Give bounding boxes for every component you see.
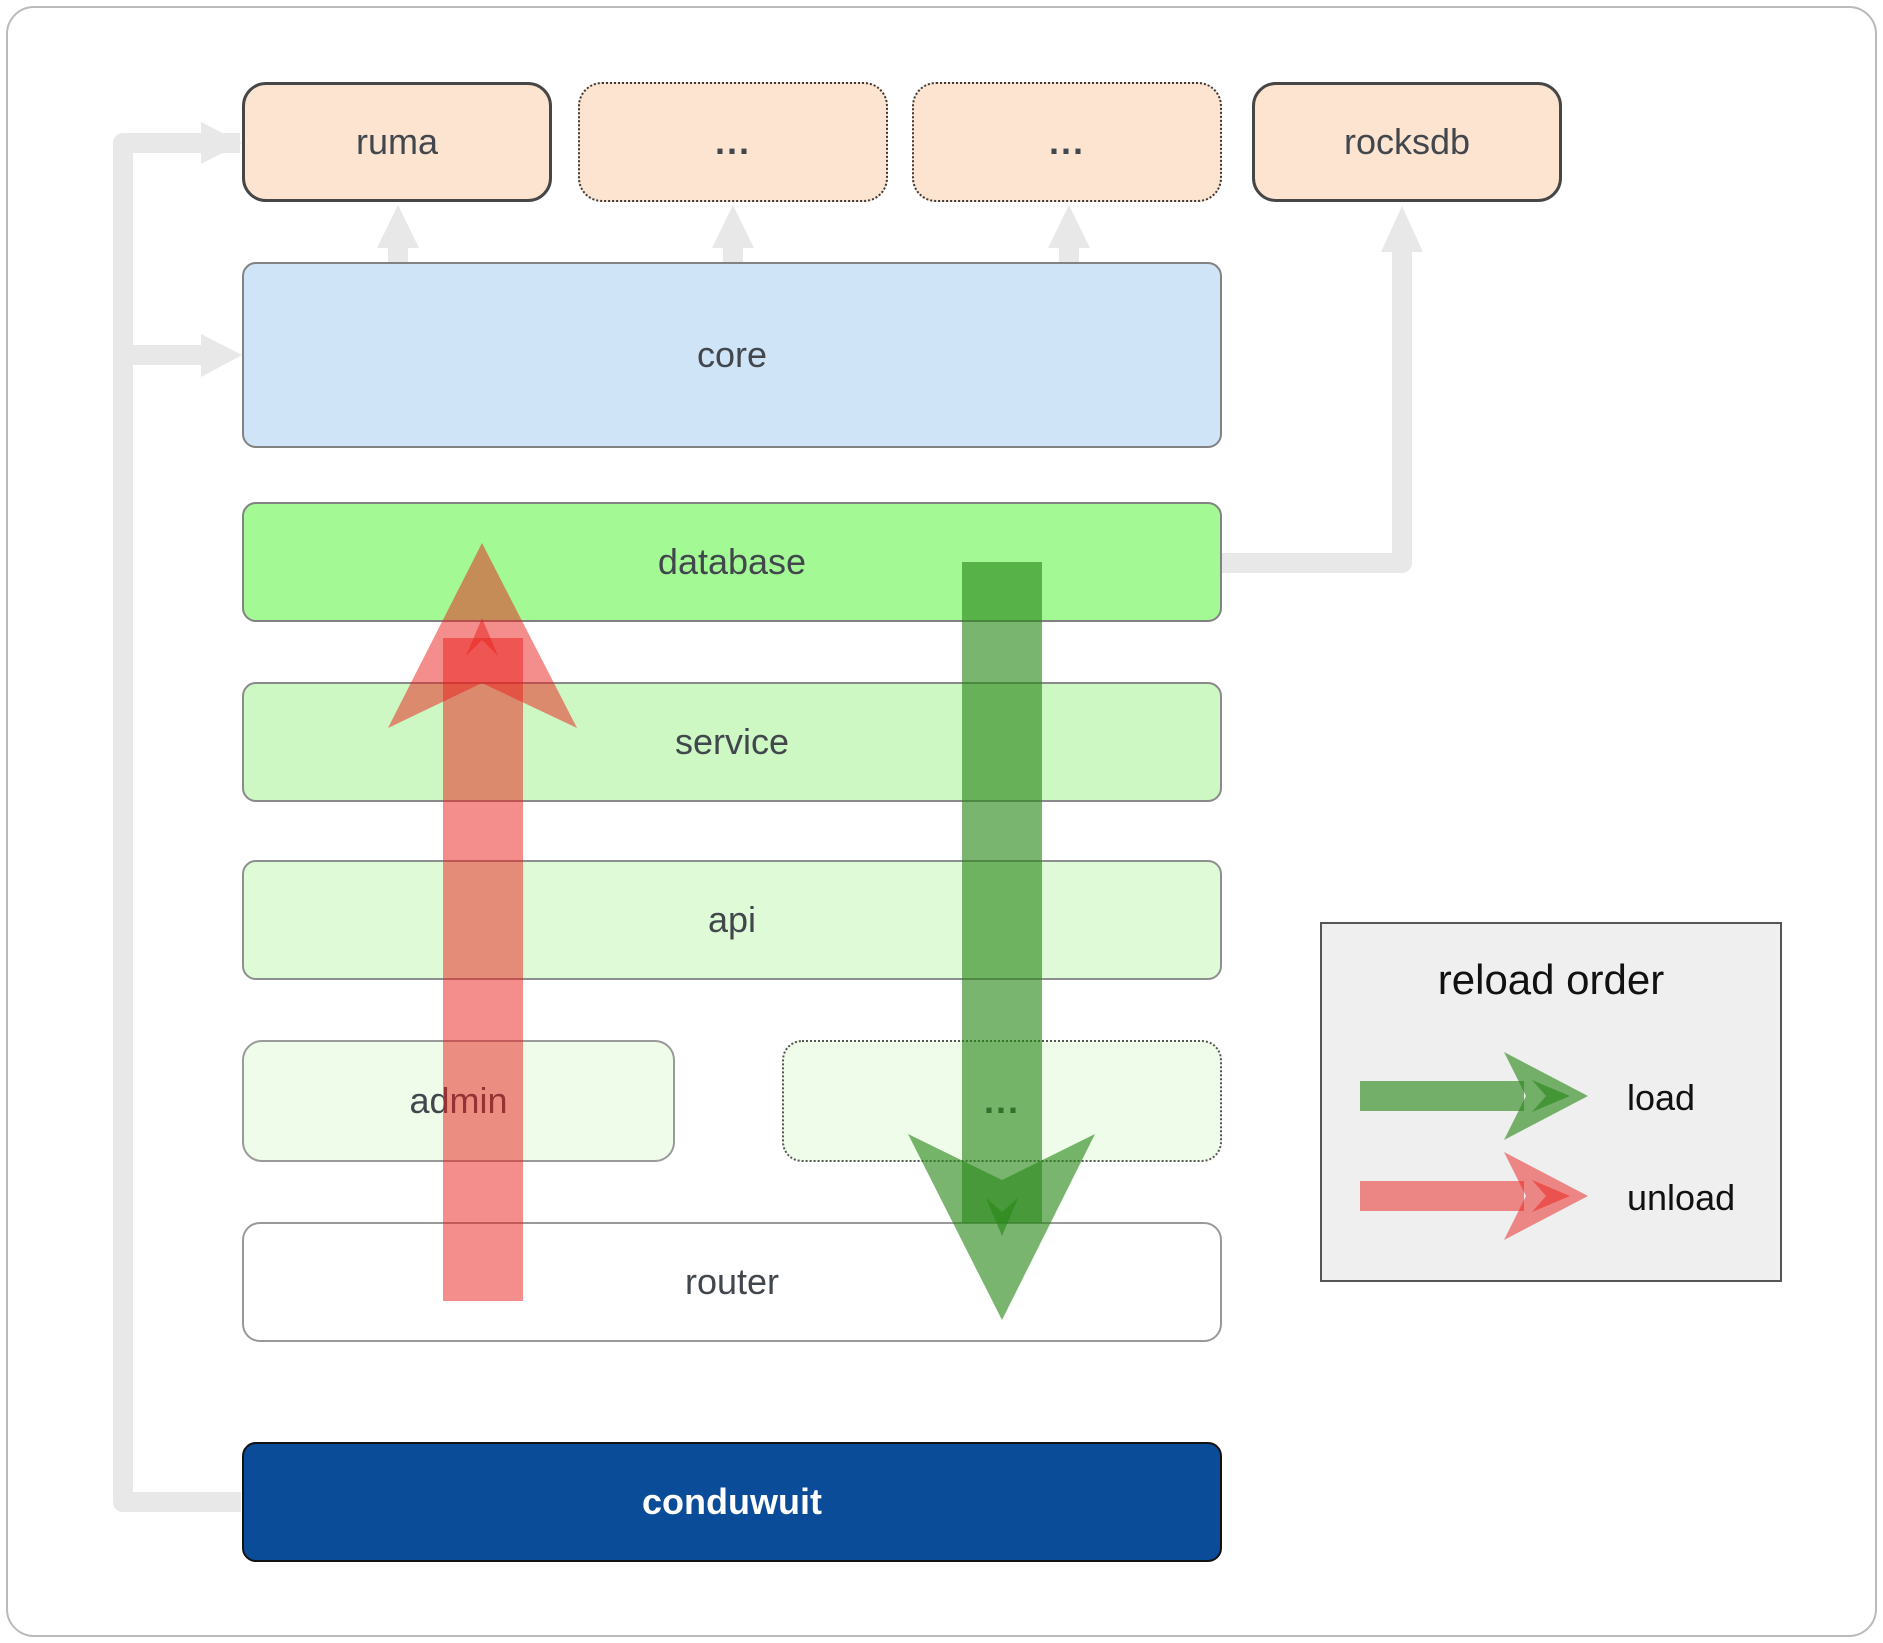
- node-label: service: [674, 721, 790, 762]
- node-label: api: [707, 899, 757, 940]
- node-ellipsis-b: ...: [912, 82, 1222, 202]
- node-label: conduwuit: [642, 1481, 822, 1522]
- node-label: core: [696, 334, 768, 375]
- legend-unload-label: unload: [1627, 1177, 1736, 1218]
- node-router: router: [242, 1222, 1222, 1342]
- node-label: ...: [983, 1080, 1020, 1121]
- node-label: admin: [409, 1080, 508, 1121]
- node-ruma: ruma: [242, 82, 552, 202]
- node-label: ...: [714, 121, 751, 162]
- legend-load-label: load: [1627, 1077, 1696, 1118]
- node-label: rocksdb: [1343, 121, 1471, 162]
- node-rocksdb: rocksdb: [1252, 82, 1562, 202]
- node-ellipsis-a: ...: [578, 82, 888, 202]
- node-admin: admin: [242, 1040, 675, 1162]
- outer-frame: [6, 6, 1877, 1637]
- node-label: database: [657, 541, 807, 582]
- node-api: api: [242, 860, 1222, 980]
- node-ellipsis-c: ...: [782, 1040, 1222, 1162]
- node-conduwuit: conduwuit: [242, 1442, 1222, 1562]
- node-service: service: [242, 682, 1222, 802]
- node-label: ...: [1048, 121, 1085, 162]
- node-label: ruma: [355, 121, 439, 162]
- node-database: database: [242, 502, 1222, 622]
- node-label: router: [684, 1261, 780, 1302]
- legend-title: reload order: [1437, 956, 1665, 1003]
- node-core: core: [242, 262, 1222, 448]
- legend: reload order load unload: [1320, 922, 1782, 1282]
